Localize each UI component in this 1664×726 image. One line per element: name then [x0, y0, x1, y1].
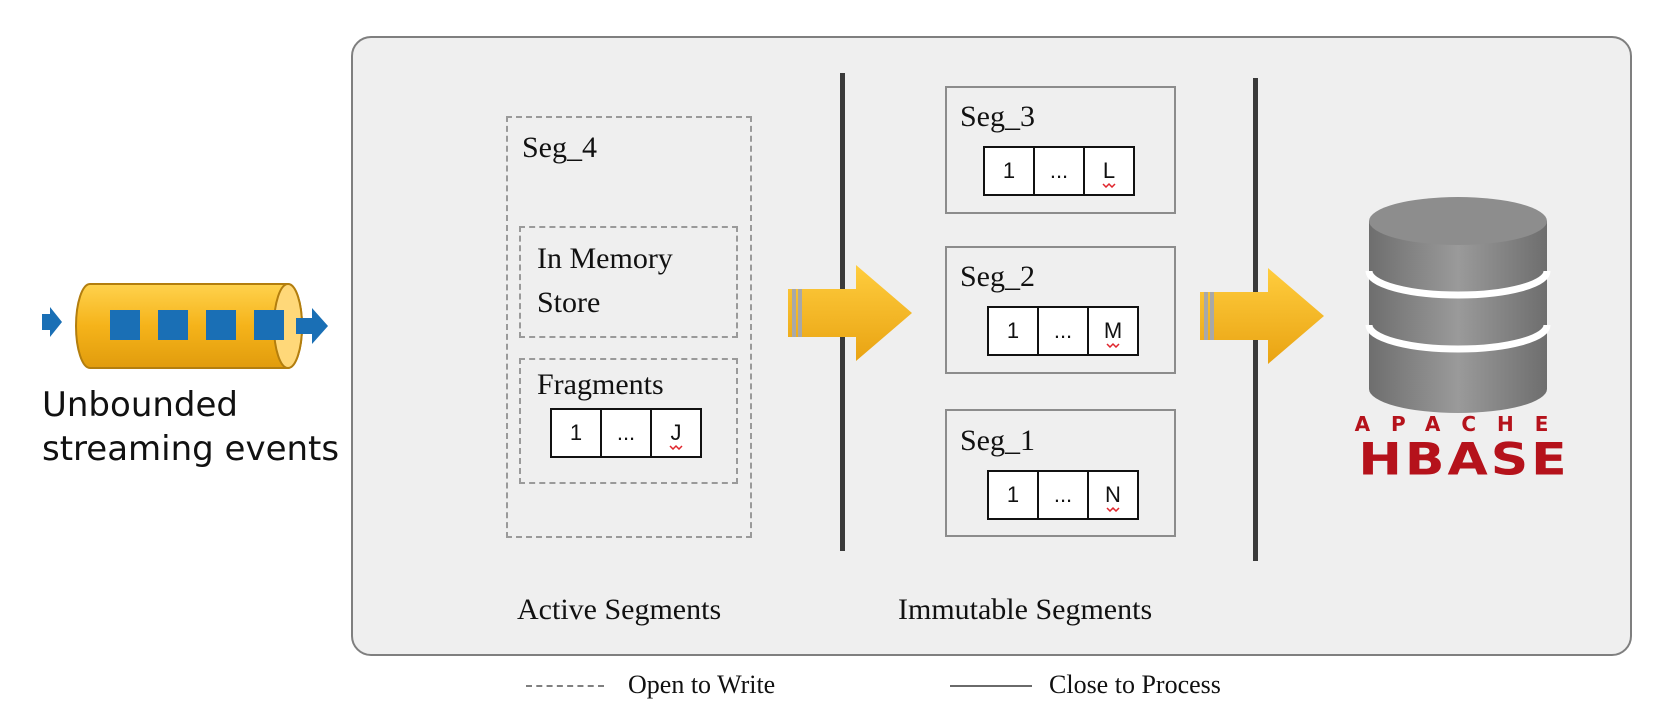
spellcheck-squiggle-icon [1102, 182, 1116, 188]
record-last-cell: M [1089, 308, 1137, 354]
record-first-cell: 1 [552, 410, 602, 456]
in-memory-line2: Store [537, 286, 601, 319]
record-last-value: J [670, 420, 682, 445]
apache-logo-text: APACHE [1354, 412, 1570, 436]
legend-close-to-process: Close to Process [1049, 670, 1221, 699]
stream-label-line1: Unbounded [42, 385, 238, 425]
immutable-segments-caption: Immutable Segments [898, 593, 1153, 626]
segment-3-title: Seg_3 [960, 100, 1035, 133]
spellcheck-squiggle-icon [1106, 506, 1120, 512]
event-block [158, 310, 188, 340]
spellcheck-squiggle-icon [1106, 342, 1120, 348]
legend-solid-line [950, 685, 1032, 687]
record-last-cell: L [1085, 148, 1133, 194]
record-middle-cell: ... [1035, 148, 1085, 194]
segment-1-box [945, 409, 1176, 537]
fragments-record: 1 ... J [550, 408, 702, 458]
active-segment-title: Seg_4 [522, 131, 597, 164]
record-first-cell: 1 [989, 472, 1039, 518]
segment-3-box [945, 86, 1176, 214]
record-last-value: M [1103, 318, 1123, 343]
segment-2-record: 1 ... M [987, 306, 1139, 356]
record-last-cell: J [652, 410, 700, 456]
event-block [254, 310, 284, 340]
flow-arrow-icon [1200, 268, 1324, 364]
record-last-cell: N [1089, 472, 1137, 518]
segment-1-record: 1 ... N [987, 470, 1139, 520]
record-first-cell: 1 [985, 148, 1035, 194]
database-icon [1365, 197, 1551, 413]
flow-arrow-icon [788, 265, 912, 361]
segment-2-title: Seg_2 [960, 260, 1035, 293]
stream-label: Unbounded streaming events [42, 383, 352, 471]
segment-2-box [945, 246, 1176, 374]
record-first-cell: 1 [989, 308, 1039, 354]
record-middle-cell: ... [602, 410, 652, 456]
segment-3-record: 1 ... L [983, 146, 1135, 196]
record-middle-cell: ... [1039, 472, 1089, 518]
in-memory-store-label: In Memory Store [537, 237, 673, 325]
event-block [110, 310, 140, 340]
legend-dashed-line [526, 685, 604, 687]
spellcheck-squiggle-icon [669, 444, 683, 450]
output-arrow-icon [296, 308, 328, 344]
event-block [206, 310, 236, 340]
stream-label-line2: streaming events [42, 429, 340, 469]
in-memory-line1: In Memory [537, 242, 673, 275]
fragments-box [519, 358, 738, 484]
record-last-value: L [1102, 158, 1116, 183]
input-arrow-icon [42, 307, 62, 337]
legend-open-to-write: Open to Write [628, 670, 776, 699]
record-middle-cell: ... [1039, 308, 1089, 354]
record-last-value: N [1105, 482, 1121, 507]
segment-1-title: Seg_1 [960, 424, 1035, 457]
in-memory-store-box [519, 226, 738, 338]
event-stream-pipe-icon [42, 283, 328, 369]
hbase-logo-text: HBASE [1358, 434, 1570, 486]
active-segments-caption: Active Segments [517, 593, 722, 626]
active-segment-box [506, 116, 752, 538]
fragments-label: Fragments [537, 368, 664, 401]
